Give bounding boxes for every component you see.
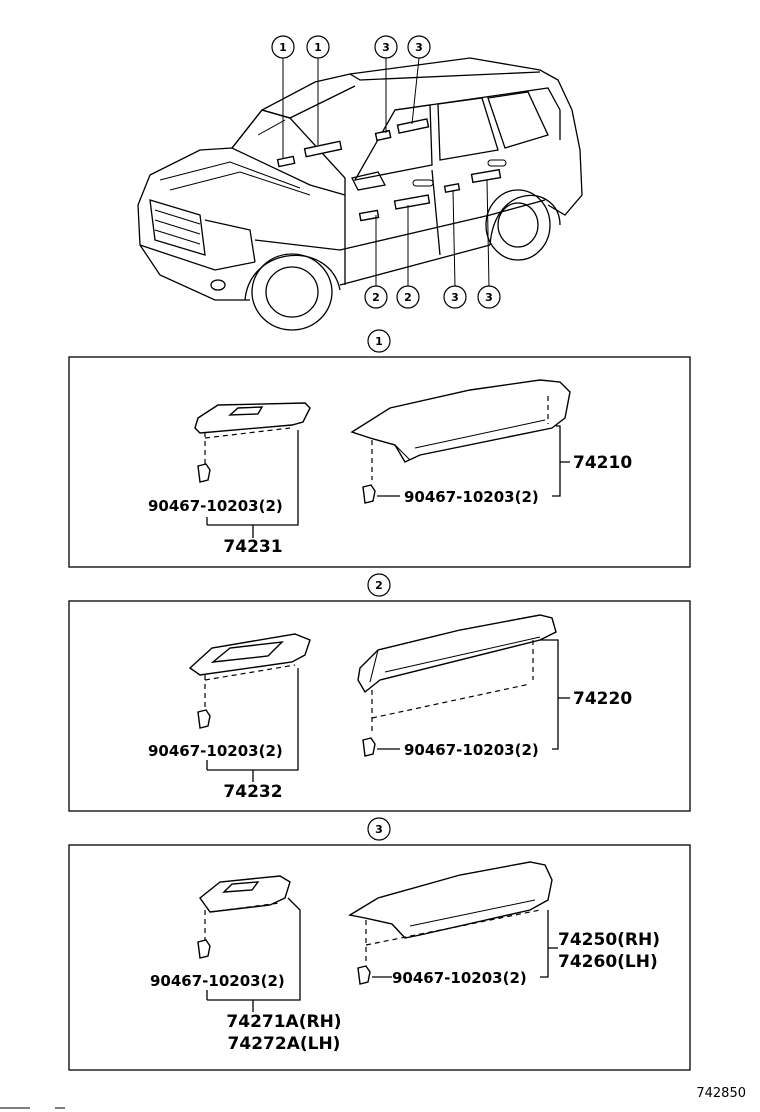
callout-3c-label: 3 (451, 291, 459, 304)
clip-icon-1-right (362, 484, 376, 504)
callout-2b-label: 2 (404, 291, 412, 304)
section-2-switch-panel-label: 74232 (223, 782, 282, 802)
clip-icon-2-right (362, 737, 376, 757)
section-1-clip-label: 90467-10203(2) (148, 497, 283, 515)
section-2-callout (367, 573, 391, 597)
callout-2a: 2 (364, 285, 388, 309)
section-3-armrest-rh-label: 74250(RH) (558, 930, 660, 950)
section-3-switch-panel-rh-label: 74271A(RH) (226, 1012, 341, 1032)
armrest-1 (350, 379, 571, 480)
section-3-callout-label: 3 (375, 823, 383, 836)
armrest-3 (348, 861, 553, 965)
section-3-switch-panel-lh-label: 74272A(LH) (228, 1034, 341, 1054)
section-3-callout (367, 817, 391, 841)
section-3-clip-label: 90467-10203(2) (150, 972, 285, 990)
section-1-frame (68, 356, 691, 568)
section-1-callout-label: 1 (375, 335, 383, 348)
callout-1b-label: 1 (314, 41, 322, 54)
callout-3a: 3 (374, 35, 398, 59)
section-3-clip-label-right: 90467-10203(2) (392, 969, 527, 987)
armrest-2 (357, 614, 557, 735)
section-2-frame (68, 600, 691, 812)
section-2-armrest-label: 74220 (573, 689, 632, 709)
section-1-callout (367, 329, 391, 353)
callout-2b: 2 (396, 285, 420, 309)
switch-panel-1 (194, 402, 311, 465)
section-1-switch-panel-label: 74231 (223, 537, 282, 557)
callout-1a-label: 1 (279, 41, 287, 54)
section-3-frame (68, 844, 691, 1071)
switch-panel-3 (199, 875, 291, 940)
section-3: 3 90467-10203(2) 74271A(RH) 74272A(LH) (68, 817, 691, 1071)
clip-icon-1-left (197, 463, 211, 483)
section-1: 1 90467-10203(2) 74231 9 (68, 329, 691, 568)
clip-icon-3-left (197, 939, 211, 959)
callout-2a-label: 2 (372, 291, 380, 304)
section-2-clip-label: 90467-10203(2) (148, 742, 283, 760)
callout-3d-label: 3 (485, 291, 493, 304)
callout-3d: 3 (477, 285, 501, 309)
diagram-code: 742850 (696, 1086, 746, 1101)
callout-3b: 3 (407, 35, 431, 59)
vehicle-illustration (137, 57, 583, 331)
clip-icon-3-right (357, 965, 371, 985)
section-1-armrest-label: 74210 (573, 453, 632, 473)
callout-3c: 3 (443, 285, 467, 309)
callout-3b-label: 3 (415, 41, 423, 54)
callout-leaders-top (282, 57, 490, 288)
section-2-clip-label-right: 90467-10203(2) (404, 741, 539, 759)
callout-3a-label: 3 (382, 41, 390, 54)
section-2-callout-label: 2 (375, 579, 383, 592)
section-2: 2 90467-10203(2) 74232 9046 (68, 573, 691, 812)
clip-icon-2-left (197, 709, 211, 729)
section-3-armrest-lh-label: 74260(LH) (558, 952, 658, 972)
callout-1a: 1 (271, 35, 295, 59)
callout-1b: 1 (306, 35, 330, 59)
section-1-clip-label-right: 90467-10203(2) (404, 488, 539, 506)
switch-panel-2 (188, 633, 311, 710)
